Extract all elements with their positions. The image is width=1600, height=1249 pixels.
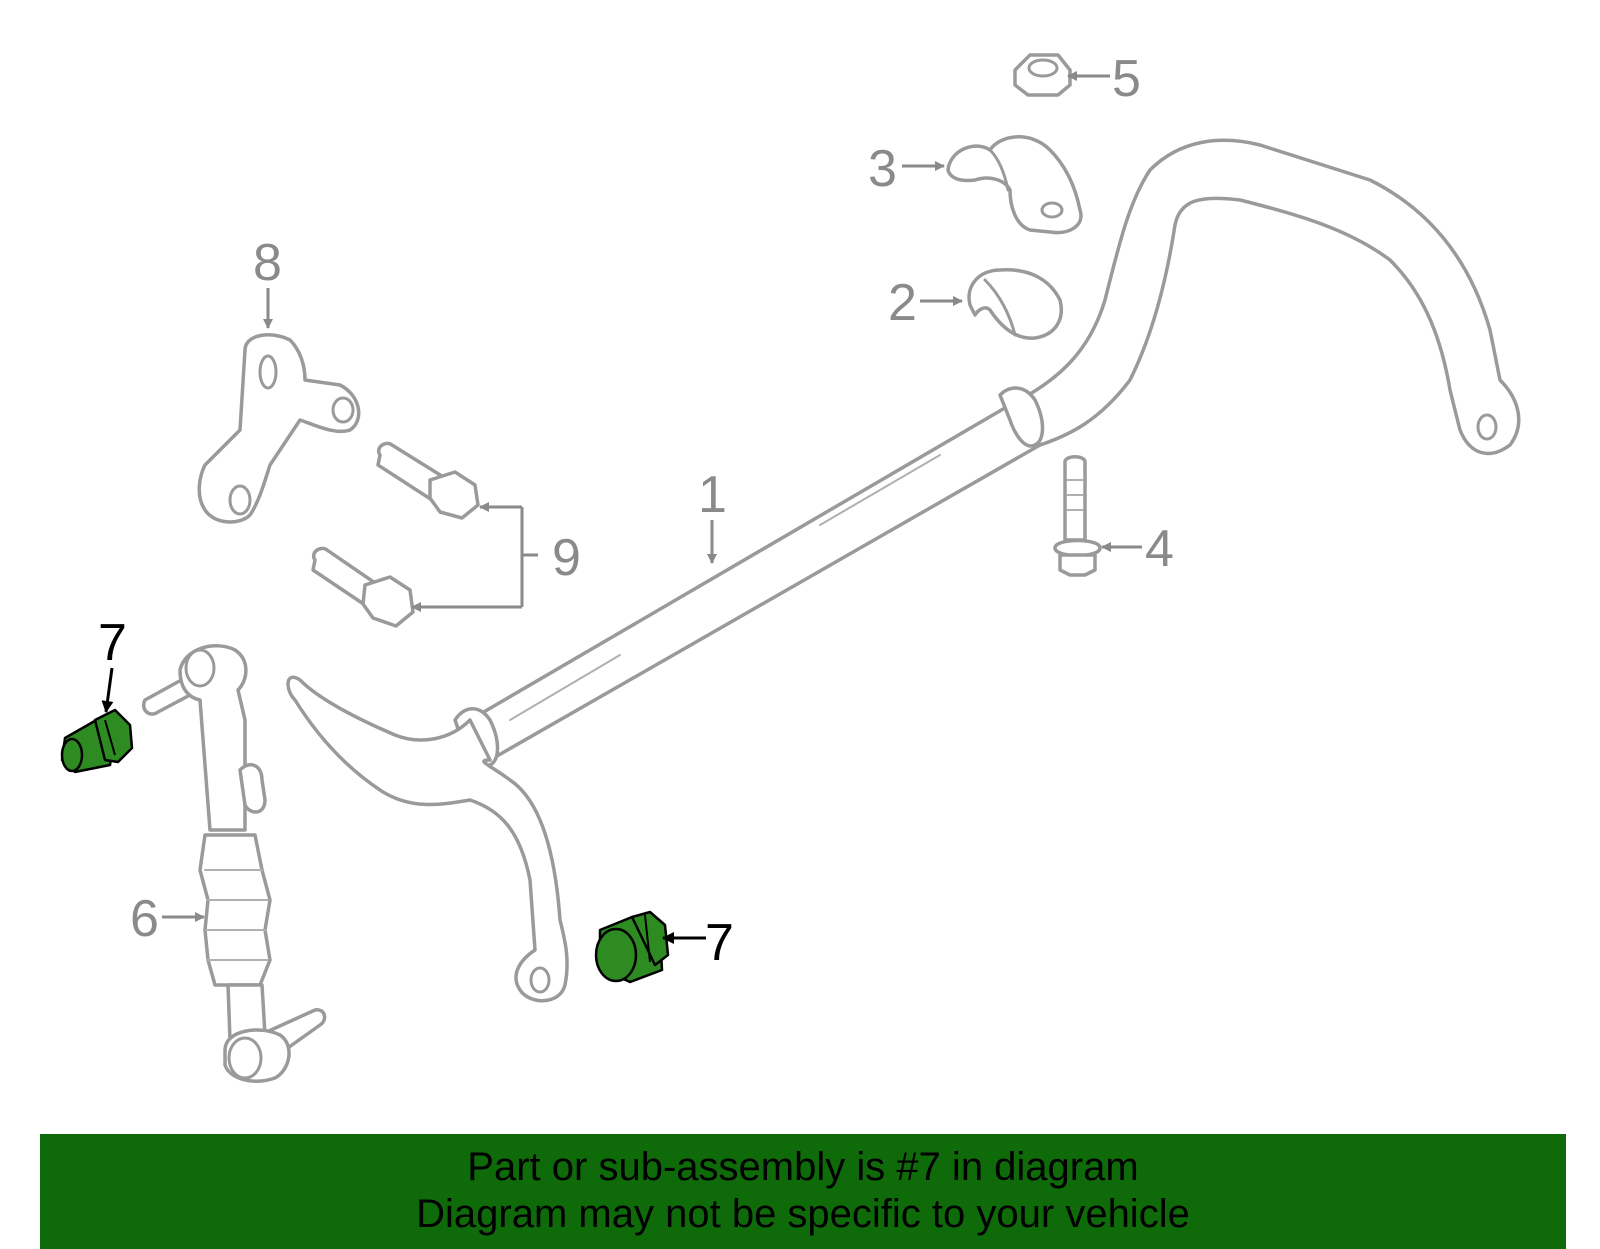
callout-5: 5 [1112,50,1141,108]
bar-bushing[interactable] [967,268,1063,340]
callout-9: 9 [552,529,581,587]
info-banner: Part or sub-assembly is #7 in diagram Di… [40,1134,1566,1249]
arm-bolt-upper[interactable] [376,441,480,520]
stabilizer-bar[interactable] [286,138,1521,1003]
link-bracket-arm[interactable] [197,333,361,524]
leader-9-bracket [520,507,538,607]
callout-2: 2 [888,274,917,332]
callout-1: 1 [698,466,727,524]
callout-4: 4 [1145,520,1174,578]
callout-8: 8 [253,234,282,292]
callout-7-right: 7 [705,914,734,972]
banner-line-2: Diagram may not be specific to your vehi… [416,1192,1190,1236]
callout-3: 3 [868,140,897,198]
banner-line-1: Part or sub-assembly is #7 in diagram [467,1145,1139,1189]
link-nut-left[interactable] [60,708,134,774]
bracket-nut[interactable] [1013,53,1072,97]
bushing-bracket[interactable] [946,135,1083,235]
stabilizer-link[interactable] [142,644,327,1083]
link-nut-right[interactable] [594,910,670,984]
callout-7-left: 7 [98,614,127,672]
leader-7-left [101,667,114,713]
bracket-bolt[interactable] [1053,455,1102,577]
callout-6: 6 [130,890,159,948]
arm-bolt-lower[interactable] [311,546,415,628]
